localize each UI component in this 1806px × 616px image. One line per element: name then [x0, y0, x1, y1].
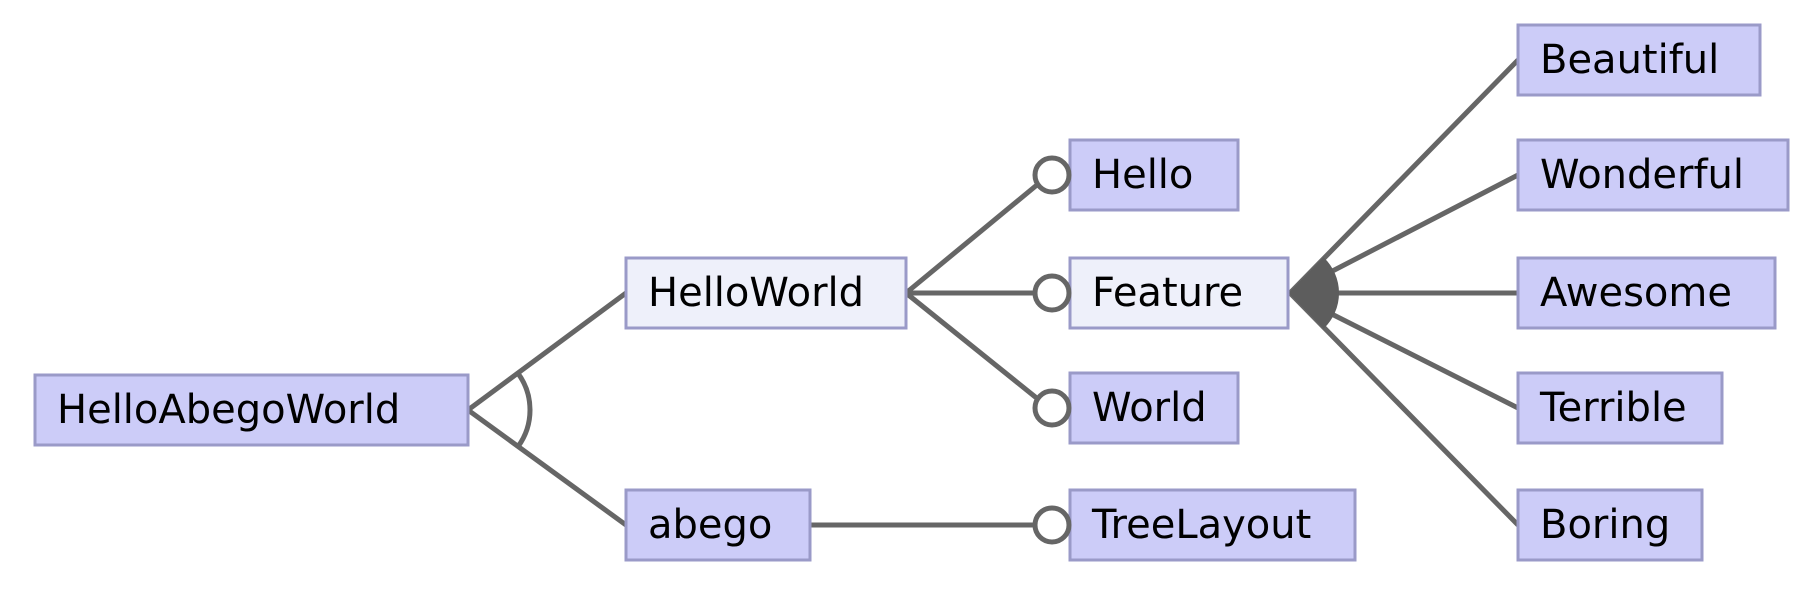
tree-node-helloworld[interactable]: HelloWorld — [624, 256, 908, 330]
edges-layer — [466, 58, 1520, 528]
node-box[interactable] — [1068, 371, 1240, 445]
tree-node-feature[interactable]: Feature — [1068, 256, 1290, 330]
node-box[interactable] — [1516, 23, 1762, 97]
optional-feature-circle-icon — [1032, 388, 1072, 428]
node-label: abego — [648, 502, 772, 548]
node-box[interactable] — [1068, 256, 1290, 330]
node-box[interactable] — [1068, 138, 1240, 212]
node-label: Terrible — [1539, 385, 1687, 431]
tree-edge — [466, 407, 628, 528]
node-box[interactable] — [1516, 138, 1790, 212]
tree-edge — [904, 291, 1051, 410]
tree-edge — [1288, 58, 1520, 295]
node-box[interactable] — [1516, 256, 1777, 330]
tree-node-awesome[interactable]: Awesome — [1516, 256, 1777, 330]
tree-node-hello[interactable]: Hello — [1068, 138, 1240, 212]
optional-markers-layer — [1032, 155, 1072, 545]
node-label: Feature — [1092, 270, 1243, 316]
group-markers-layer — [515, 257, 1339, 448]
nodes-layer: HelloAbegoWorld HelloWorld abego HelloFeatu… — [33, 23, 1790, 562]
node-label: HelloWorld — [648, 270, 864, 316]
node-label: Awesome — [1540, 270, 1732, 316]
optional-feature-circle-icon — [1032, 505, 1072, 545]
node-box[interactable] — [624, 256, 908, 330]
node-box[interactable] — [1068, 488, 1357, 562]
tree-edge — [904, 173, 1051, 295]
node-label: TreeLayout — [1091, 502, 1311, 548]
node-box[interactable] — [624, 488, 812, 562]
node-label: Hello — [1092, 152, 1193, 198]
node-label: Wonderful — [1540, 152, 1744, 198]
tree-node-treelayout[interactable]: TreeLayout — [1068, 488, 1357, 562]
optional-feature-circle-icon — [1032, 155, 1072, 195]
tree-node-boring[interactable]: Boring — [1516, 488, 1704, 562]
tree-node-abego[interactable]: abego — [624, 488, 812, 562]
tree-node-root[interactable]: HelloAbegoWorld — [33, 373, 470, 447]
node-box[interactable] — [33, 373, 470, 447]
optional-feature-circle-icon — [1032, 273, 1072, 313]
or-group-wedge — [1288, 257, 1339, 329]
node-box[interactable] — [1516, 371, 1724, 445]
tree-node-wonderful[interactable]: Wonderful — [1516, 138, 1790, 212]
tree-edge — [1288, 291, 1520, 527]
tree-node-world[interactable]: World — [1068, 371, 1240, 445]
node-box[interactable] — [1516, 488, 1704, 562]
node-label: HelloAbegoWorld — [57, 387, 400, 433]
tree-edge — [466, 290, 628, 413]
node-label: World — [1092, 385, 1207, 431]
node-label: Beautiful — [1540, 37, 1719, 83]
tree-node-beautiful[interactable]: Beautiful — [1516, 23, 1762, 97]
node-label: Boring — [1540, 502, 1670, 548]
xor-group-arc — [515, 371, 533, 448]
tree-node-terrible[interactable]: Terrible — [1516, 371, 1724, 445]
